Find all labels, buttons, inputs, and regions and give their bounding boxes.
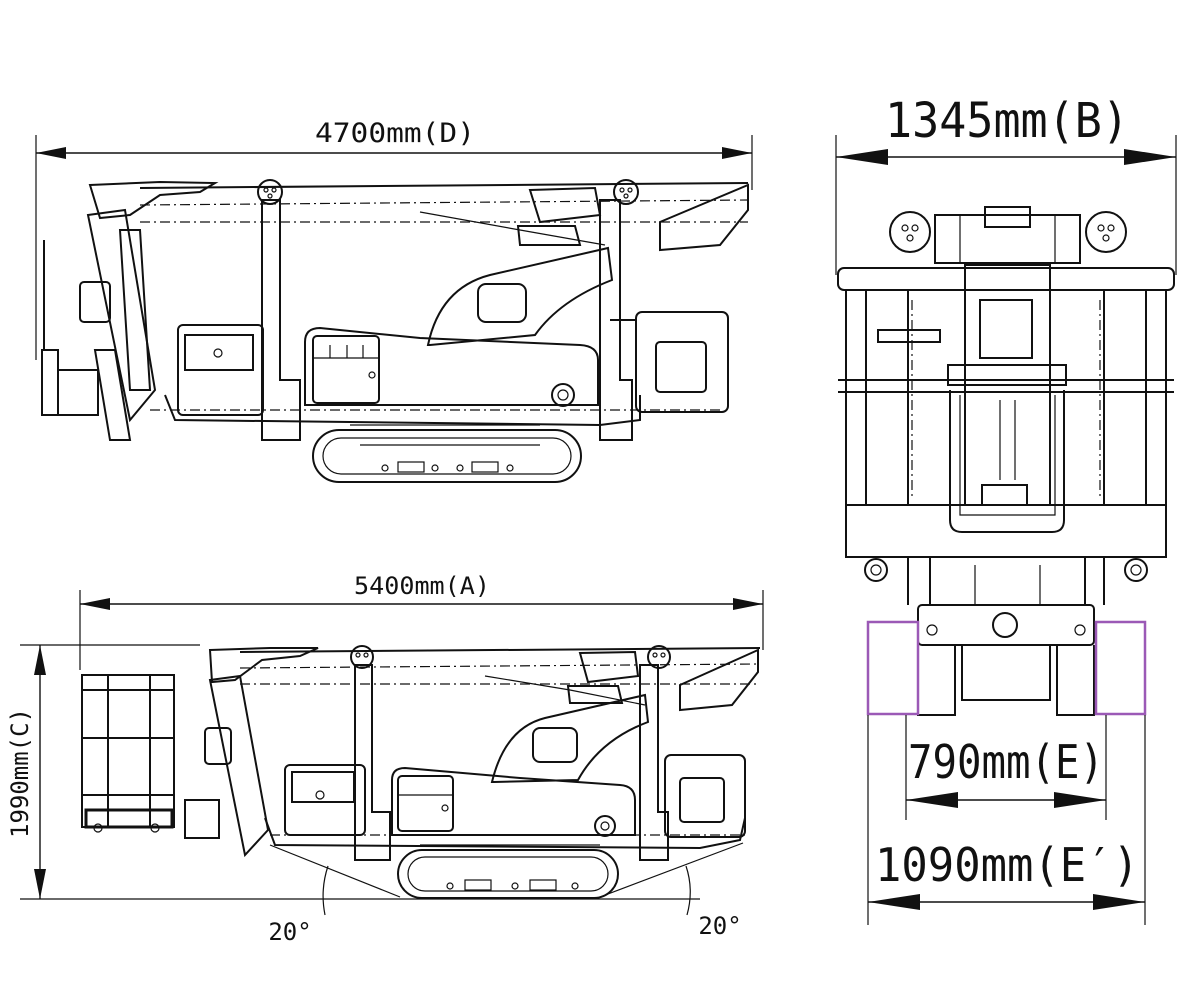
- outrigger-legs: [257, 179, 639, 441]
- dimension-line-e: 790mm(E): [905, 715, 1107, 820]
- side-view-with-basket: 5400mm(A) 1990mm(C) 20° 20°: [6, 572, 764, 946]
- right-track-highlight: [1094, 620, 1147, 716]
- dimension-line-c: 1990mm(C): [6, 644, 700, 900]
- side-view-stowed: 4700mm(D): [35, 118, 753, 483]
- guard-rail-cage: [837, 267, 1175, 505]
- track-assembly: [312, 429, 582, 483]
- jib-assembly-lower: [184, 647, 319, 858]
- track-highlight-boxes: [866, 620, 1147, 716]
- dimension-line-a: 5400mm(A): [79, 572, 764, 670]
- front-view: 1345mm(B): [835, 93, 1177, 925]
- dimension-label-b: 1345mm(B): [885, 93, 1129, 149]
- chassis-body-lower: [264, 693, 746, 850]
- chassis-body: [150, 246, 729, 427]
- dimension-label-d: 4700mm(D): [315, 118, 475, 149]
- angle-markers: 20° 20°: [268, 842, 744, 946]
- dimension-line-e-prime: 1090mm(E′): [867, 715, 1146, 925]
- left-track-highlight: [866, 620, 920, 716]
- angle-label-right: 20°: [698, 912, 741, 940]
- dimension-label-a: 5400mm(A): [354, 572, 490, 600]
- dimension-label-c: 1990mm(C): [6, 708, 34, 838]
- jib-assembly: [41, 180, 219, 441]
- undercarriage-front: [907, 557, 1105, 716]
- track-assembly-lower: [397, 849, 619, 899]
- angle-label-left: 20°: [268, 918, 311, 946]
- dimension-line-d: 4700mm(D): [35, 118, 753, 360]
- boom-stowed: [139, 182, 749, 252]
- mast-column: [947, 264, 1067, 533]
- dimension-line-b: 1345mm(B): [835, 93, 1177, 275]
- boom-lower: [239, 647, 761, 712]
- dimension-label-e-prime: 1090mm(E′): [875, 838, 1139, 892]
- outrigger-legs-lower: [350, 645, 671, 861]
- dimension-label-e: 790mm(E): [908, 735, 1104, 789]
- work-basket: [81, 674, 175, 833]
- basket-floor: [845, 504, 1167, 582]
- boom-head: [889, 206, 1127, 264]
